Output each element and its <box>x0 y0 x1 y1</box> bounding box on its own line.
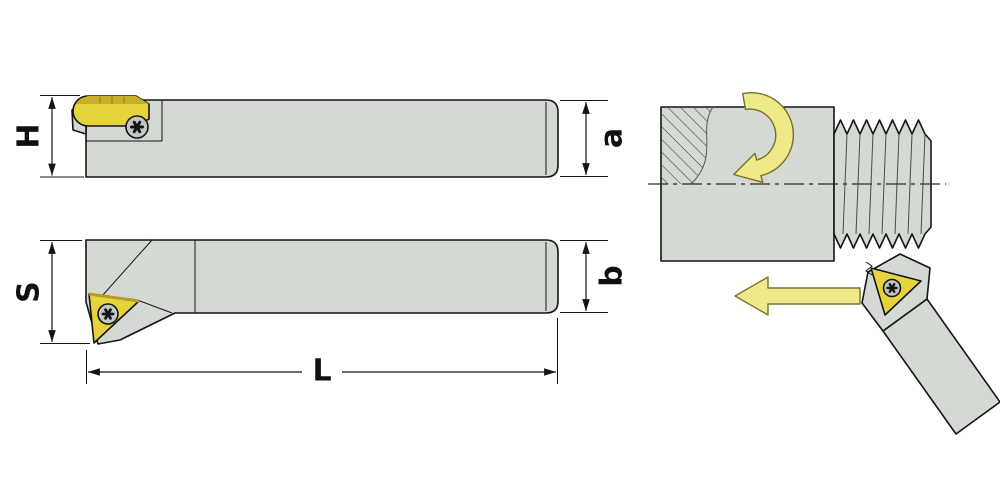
feed-direction-arrow <box>734 276 861 316</box>
dim-label-L: L <box>312 354 331 389</box>
toolholder-shank-side-view <box>85 239 559 345</box>
insert-cutting-teeth <box>865 261 873 276</box>
dimension-S: S <box>12 240 90 344</box>
top-view-toolholder: H a <box>12 95 630 178</box>
dim-label-S: S <box>12 281 47 303</box>
head-face-line <box>101 239 153 297</box>
insert-thread-ridges <box>99 96 125 104</box>
side-view-toolholder: S b L <box>12 239 630 389</box>
dim-label-b: b <box>595 265 630 286</box>
toolholder-shank-top-view <box>85 99 559 178</box>
dimension-H: H <box>12 95 84 178</box>
threaded-section <box>833 119 932 249</box>
dimension-a: a <box>560 100 630 177</box>
dimension-L: L <box>86 318 558 389</box>
break-line <box>690 106 714 185</box>
insert-edge-shading <box>88 292 140 303</box>
rotation-direction-arrow <box>733 92 795 183</box>
dimension-b: b <box>560 240 630 313</box>
pocket-support-line <box>139 300 173 314</box>
tool-in-application <box>861 253 1000 435</box>
tool-shank <box>882 298 1000 435</box>
dim-label-a: a <box>595 128 630 148</box>
dim-label-H: H <box>12 123 47 148</box>
insert-screw-torx-icon <box>97 303 119 325</box>
clamp-screw-torx-icon <box>125 115 149 139</box>
section-hatch <box>661 107 713 184</box>
application-view <box>648 92 1000 435</box>
tool-screw-torx-icon <box>882 278 902 298</box>
